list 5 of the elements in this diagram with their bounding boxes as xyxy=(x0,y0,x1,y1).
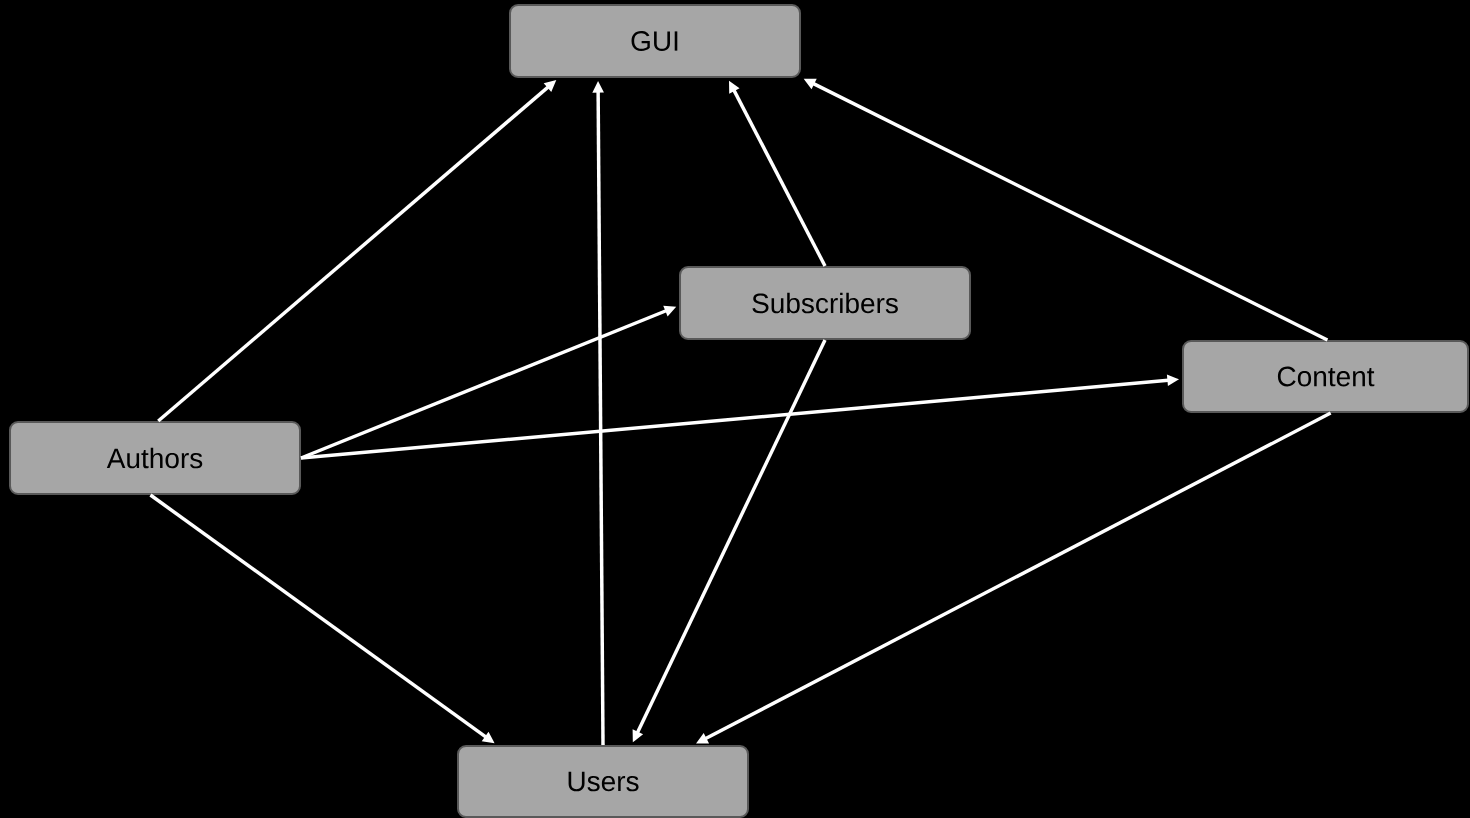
process-box: Users xyxy=(457,745,749,818)
process-box: Content xyxy=(1182,340,1469,413)
process-box: GUI xyxy=(509,4,801,78)
process-box: Authors xyxy=(9,421,301,495)
process-box: Subscribers xyxy=(679,266,971,340)
